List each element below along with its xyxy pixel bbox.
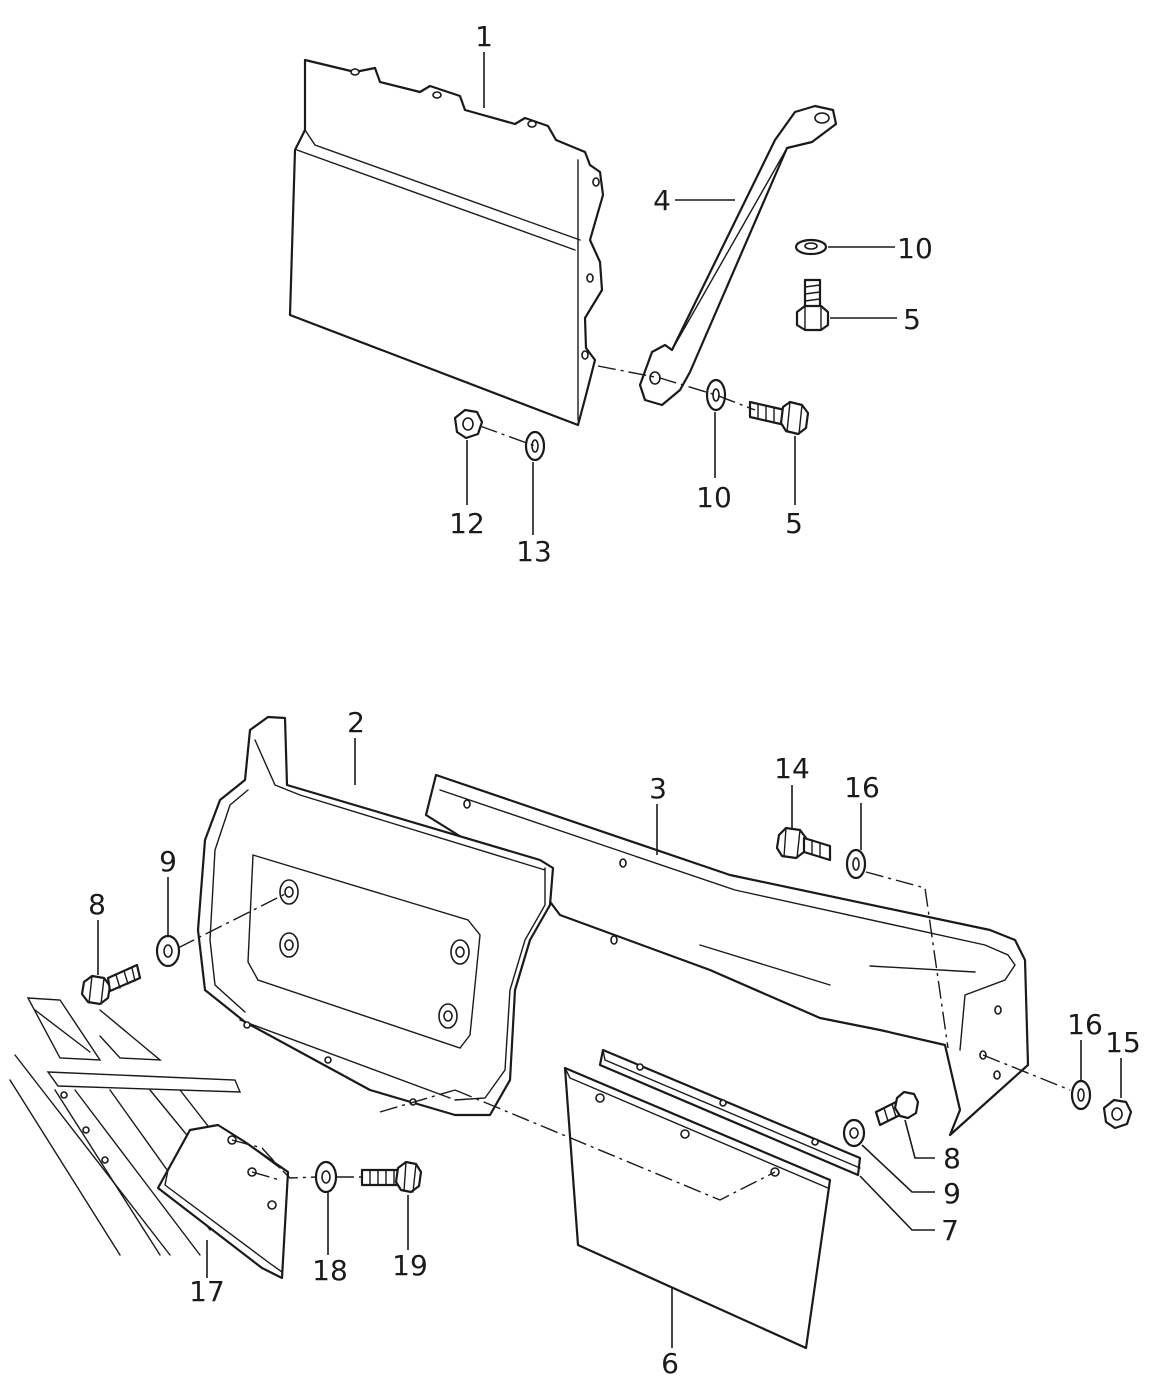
part-16-washer-upper [845,848,867,880]
part-13-washer [524,430,546,462]
part-17-bracket [156,1123,290,1280]
part-9-washer-left [155,934,181,968]
part-6-mud-flap [563,1066,832,1350]
callout-8-right: 8 [943,1142,961,1175]
callout-4: 4 [653,184,671,217]
callout-19: 19 [392,1249,428,1282]
callout-9-right: 9 [943,1177,961,1210]
part-8-bolt-left [80,963,142,1006]
part-16-washer-right [1070,1079,1092,1111]
callout-13: 13 [516,535,552,568]
part-5-bolt-upper [795,278,830,332]
part-15-nut [1102,1098,1133,1130]
callout-1: 1 [475,20,493,53]
callout-14: 14 [774,752,810,785]
callout-3: 3 [649,772,667,805]
callout-2: 2 [347,706,365,739]
part-4-stay-bar [638,104,838,407]
callout-16-right: 16 [1067,1008,1103,1041]
part-9-washer-right [842,1118,866,1148]
callout-8-left: 8 [88,888,106,921]
part-10-washer-upper [794,238,828,256]
callout-5-lower: 5 [785,507,803,540]
callout-17: 17 [189,1275,225,1308]
part-1-cover-plate [288,58,605,427]
part-14-bolt [775,826,832,862]
callout-10-lower: 10 [696,481,732,514]
callout-10-upper: 10 [897,232,933,265]
callout-15: 15 [1105,1026,1141,1059]
part-7-strip [598,1048,862,1177]
callout-7: 7 [941,1214,959,1247]
callout-18: 18 [312,1254,348,1287]
part-12-nut [453,408,484,440]
callout-6: 6 [661,1347,679,1380]
part-5-bolt-lower [748,400,810,436]
part-10-washer-lower [705,378,727,412]
part-3-bumper-bracket [424,773,1030,1137]
part-18-washer [314,1160,338,1194]
callout-9-left: 9 [159,845,177,878]
part-2-bumper-cover [196,715,555,1117]
callout-5-upper: 5 [903,303,921,336]
callout-12: 12 [449,507,485,540]
callout-16-upper: 16 [844,771,880,804]
part-19-bolt [360,1160,423,1194]
part-8-bolt-right [874,1090,920,1127]
